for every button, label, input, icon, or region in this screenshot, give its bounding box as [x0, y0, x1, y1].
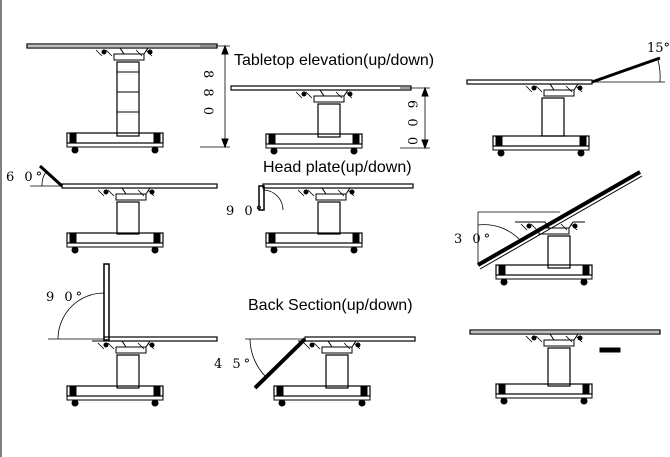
figure-tabletop-low	[230, 85, 430, 155]
figure-back-45	[245, 336, 416, 407]
figure-head-plate-60	[30, 164, 218, 254]
figure-flat-low	[469, 329, 661, 405]
figure-tilt-30	[477, 170, 643, 286]
dimension-height-max: 8 8 0	[200, 70, 215, 118]
title-head-plate: Head plate(up/down)	[263, 159, 412, 176]
angle-tilt-15: 15°	[647, 41, 670, 56]
figure-head-plate-90	[258, 183, 414, 254]
title-tabletop-elevation: Tabletop elevation(up/down)	[234, 52, 434, 69]
title-back-section: Back Section(up/down)	[248, 297, 413, 314]
angle-back-90: 9 0°	[46, 290, 85, 305]
dimension-height-min: 6 0 0	[404, 100, 419, 148]
figure-back-90	[48, 263, 218, 407]
angle-head-60: 6 0°	[6, 170, 45, 185]
angle-tilt-30: 3 0°	[454, 232, 493, 247]
figure-tilt-15	[466, 56, 665, 157]
figure-tabletop-high	[26, 43, 230, 154]
angle-back-45: 4 5°	[214, 357, 253, 372]
angle-head-90: 9 0°	[226, 204, 265, 219]
